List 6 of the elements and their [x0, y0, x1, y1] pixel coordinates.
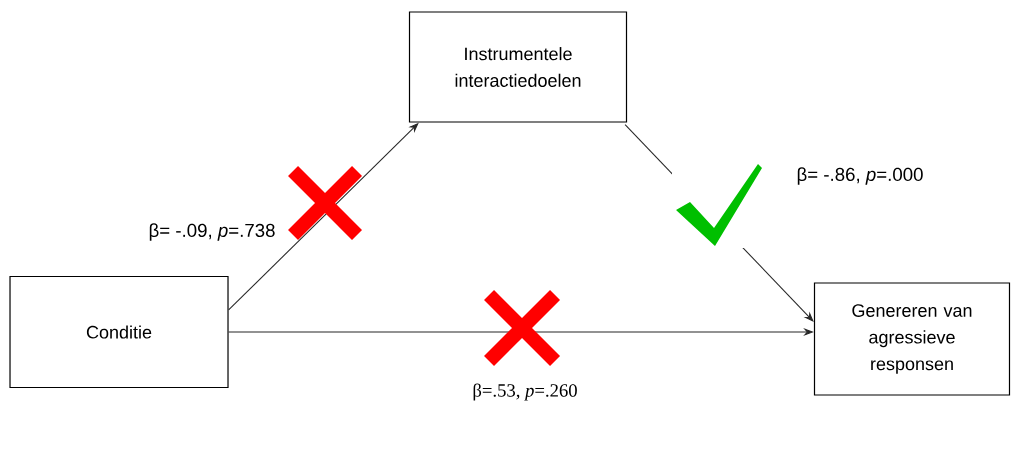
edge-label: β= -.09, p=.738: [147, 221, 277, 243]
edge-label: β= -.86, p=.000: [795, 165, 925, 187]
process-box: Genereren van agressieve responsen: [813, 282, 1011, 396]
process-box: Instrumentele interactiedoelen: [408, 11, 628, 123]
process-box: Conditie: [9, 275, 229, 389]
edge-label: β=.53, p=.260: [471, 382, 579, 402]
